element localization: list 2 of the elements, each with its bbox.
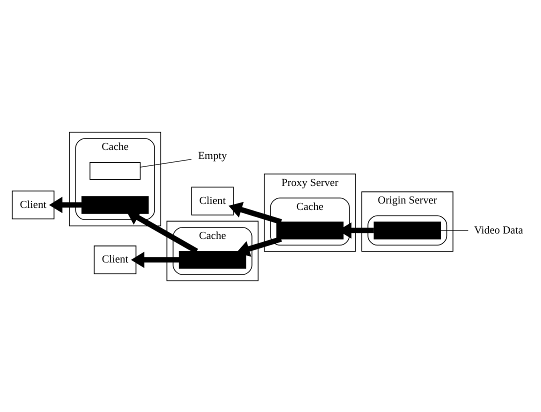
node-text: Video Data [474, 224, 524, 236]
node-text: Empty [198, 150, 227, 162]
